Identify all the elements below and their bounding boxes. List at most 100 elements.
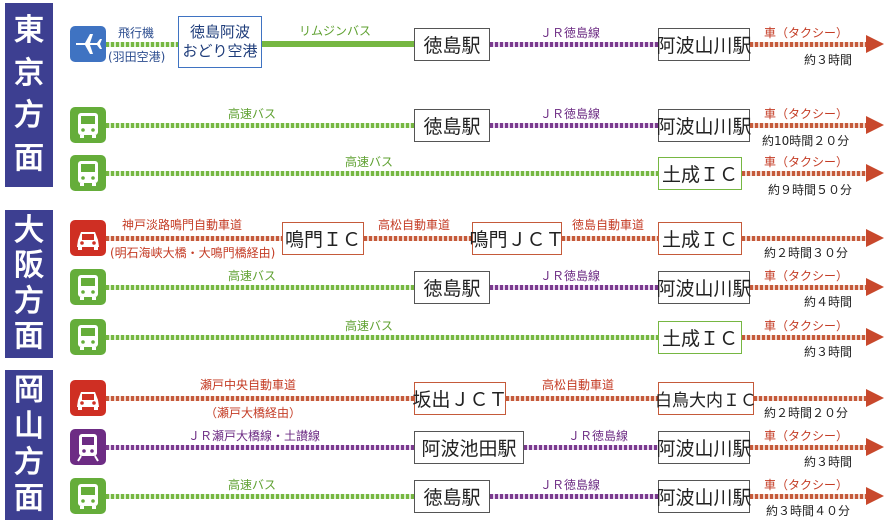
junction-box: 坂出ＪＣＴ [413, 382, 508, 415]
region-tokyo-char: 方 [14, 98, 44, 134]
route-label: 高速バス [345, 319, 394, 333]
station-box: 徳島駅 [414, 28, 490, 61]
airplane-icon [70, 26, 106, 62]
route-label: 瀬戸中央自動車道 [200, 378, 297, 392]
interchange-box: 土成ＩＣ [658, 157, 742, 190]
travel-time: 約３時間 [804, 53, 853, 67]
route-label: 神戸淡路鳴門自動車道 [122, 218, 243, 232]
arrow-head [866, 116, 884, 134]
bus-icon [70, 155, 106, 191]
road-line [506, 396, 658, 401]
travel-time: 約３時間 [804, 345, 853, 359]
station-box: 阿波山川駅 [657, 271, 752, 304]
route-label: 徳島自動車道 [572, 218, 645, 232]
bus-line [106, 335, 658, 340]
bus-icon [70, 269, 106, 305]
bus-line [106, 171, 658, 176]
region-osaka-char: 阪 [14, 248, 44, 284]
airport-box: 徳島阿波 おどり空港 [178, 16, 262, 68]
road-line [364, 236, 472, 241]
interchange-box: 白鳥大内ＩＣ [655, 382, 757, 415]
taxi-label: 車（タクシー） [764, 107, 849, 121]
travel-time: 約３時間 [804, 455, 853, 469]
region-tokyo-char: 京 [14, 55, 44, 91]
station-box: 阿波山川駅 [657, 109, 752, 142]
region-osaka: 大 阪 方 面 [5, 210, 53, 358]
jr-line [524, 445, 658, 450]
region-okayama-char: 岡 [14, 373, 44, 408]
bus-icon [70, 107, 106, 143]
station-box: 阿波山川駅 [657, 431, 752, 464]
station-box: 阿波山川駅 [657, 480, 752, 513]
taxi-line [742, 171, 868, 176]
arrow-head [866, 487, 884, 505]
region-osaka-char: 大 [14, 212, 44, 248]
jr-line [490, 42, 658, 47]
region-tokyo: 東 京 方 面 [5, 3, 53, 187]
region-tokyo-char: 東 [14, 12, 44, 48]
taxi-line [750, 285, 868, 290]
bus-line [106, 494, 414, 499]
junction-box: 鳴門ＪＣＴ [470, 222, 565, 255]
road-line [106, 236, 282, 241]
bus-line [106, 285, 414, 290]
travel-time: 約３時間４０分 [766, 504, 851, 518]
road-line [106, 396, 414, 401]
travel-time: 約４時間 [804, 295, 853, 309]
route-label: 飛行機 [118, 26, 155, 40]
route-line [106, 42, 178, 47]
route-label: リムジンバス [299, 24, 372, 38]
interchange-box: 土成ＩＣ [658, 321, 742, 354]
route-label: ＪＲ徳島線 [540, 269, 601, 283]
bus-icon [70, 478, 106, 514]
arrow-head [866, 164, 884, 182]
interchange-box: 土成ＩＣ [658, 222, 742, 255]
region-okayama-char: 面 [14, 481, 44, 516]
taxi-line [750, 42, 868, 47]
station-box: 徳島駅 [414, 480, 490, 513]
route-sublabel: (羽田空港) [108, 50, 166, 64]
travel-time: 約２時間３０分 [764, 246, 849, 260]
region-okayama-char: 方 [14, 445, 44, 480]
taxi-label: 車（タクシー） [764, 269, 849, 283]
jr-line [490, 494, 658, 499]
taxi-label: 車（タクシー） [764, 478, 849, 492]
jr-line [490, 123, 658, 128]
route-label: 高速バス [228, 107, 277, 121]
airport-name-line2: おどり空港 [182, 42, 258, 60]
taxi-line [750, 445, 868, 450]
taxi-label: 車（タクシー） [764, 155, 849, 169]
travel-time: 約９時間５０分 [768, 183, 853, 197]
taxi-label: 車（タクシー） [764, 429, 849, 443]
car-icon [70, 220, 106, 256]
taxi-line [750, 123, 868, 128]
jr-line [490, 285, 658, 290]
arrow-head [866, 438, 884, 456]
region-okayama: 岡 山 方 面 [5, 370, 53, 520]
route-label: 高速バス [228, 478, 277, 492]
arrow-head [866, 229, 884, 247]
road-line [562, 236, 658, 241]
taxi-label: 車（タクシー） [764, 26, 849, 40]
route-label: ＪＲ瀬戸大橋線・土讃線 [188, 429, 321, 443]
bus-line [106, 123, 414, 128]
region-osaka-char: 面 [14, 319, 44, 355]
route-sublabel: (明石海峡大橋・大鳴門橋経由) [110, 246, 276, 260]
region-osaka-char: 方 [14, 283, 44, 319]
station-box: 徳島駅 [414, 271, 490, 304]
route-label: ＪＲ徳島線 [540, 107, 601, 121]
arrow-head [866, 389, 884, 407]
car-icon [70, 380, 106, 416]
route-label: ＪＲ徳島線 [540, 26, 601, 40]
route-label: 高速バス [228, 269, 277, 283]
route-label: ＪＲ徳島線 [540, 478, 601, 492]
bus-icon [70, 319, 106, 355]
taxi-line [750, 494, 868, 499]
limousine-bus-line [262, 41, 414, 47]
route-sublabel: （瀬戸大橋経由） [205, 406, 302, 420]
taxi-line [742, 335, 868, 340]
route-label: 高速バス [345, 155, 394, 169]
airport-name-line1: 徳島阿波 [189, 23, 250, 42]
station-box: 阿波池田駅 [414, 431, 524, 464]
arrow-head [866, 278, 884, 296]
